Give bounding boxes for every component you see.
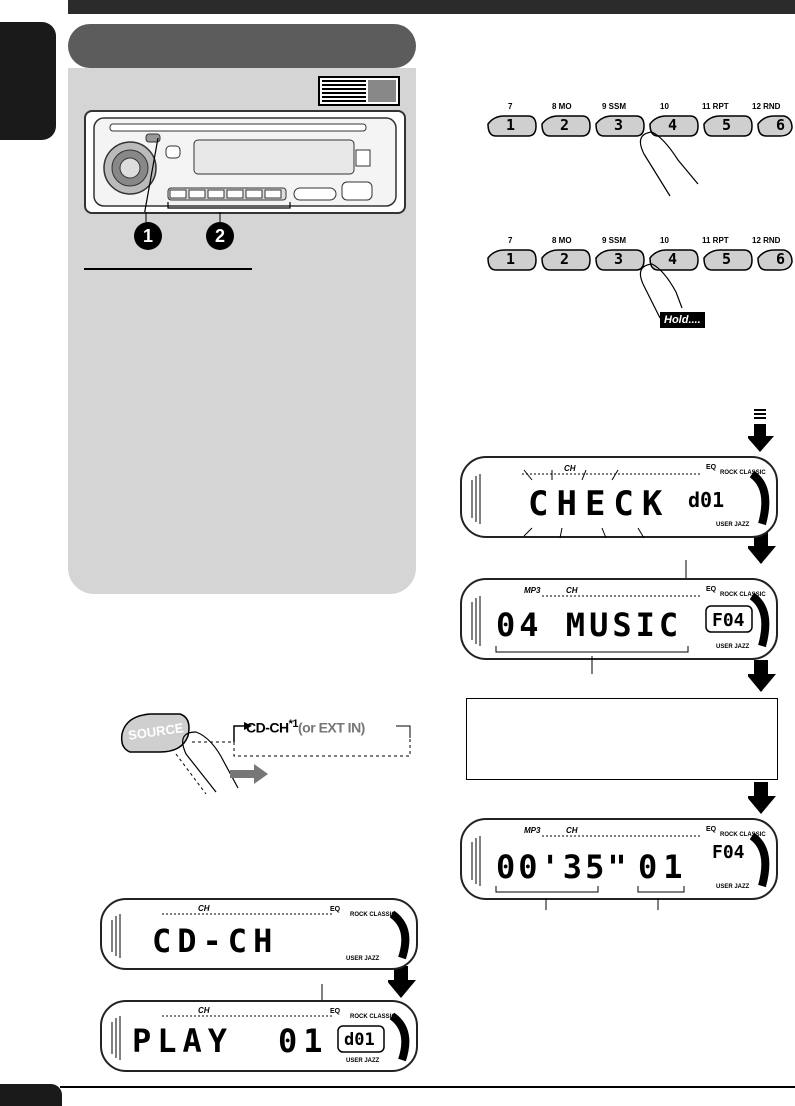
lcd-num-text: 01: [278, 1022, 329, 1060]
lcd-rock-classic: ROCK CLASSIC: [720, 832, 766, 838]
lcd-eq-indicator: EQ: [706, 826, 717, 833]
source-footnote: *1: [288, 718, 299, 730]
unit-thumbnail-icon: [318, 76, 400, 106]
footer-rule: [60, 1086, 795, 1088]
header-bar: [68, 0, 795, 14]
lcd-right-text: F04: [712, 842, 745, 863]
lcd-ch-indicator: CH: [566, 826, 578, 835]
preset-row-top: [487, 115, 793, 197]
lcd-rock-classic: ROCK CLASSIC: [720, 592, 766, 598]
preset-label: 9 SSM: [602, 236, 627, 245]
lcd-eq-indicator: EQ: [706, 586, 717, 593]
lcd-ch-indicator: CH: [198, 904, 210, 913]
lcd-main-text: 04 MUSIC: [496, 606, 683, 644]
preset-button-4[interactable]: 4: [668, 250, 678, 268]
preset-label: 12 RND: [752, 102, 781, 111]
preset-label: 8 MO: [552, 102, 572, 111]
callout-badge-1: 1: [134, 222, 162, 250]
preset-label: 10: [660, 102, 669, 111]
lcd-rock-classic: ROCK CLASSIC: [350, 1014, 396, 1020]
preset-button-5[interactable]: 5: [722, 116, 732, 134]
preset-label: 8 MO: [552, 236, 572, 245]
lcd-ch-indicator: CH: [198, 1006, 210, 1015]
preset-button-3[interactable]: 3: [614, 250, 624, 268]
leader-line: [591, 656, 593, 674]
preset-button-1[interactable]: 1: [506, 250, 516, 268]
lcd-time-text: 00'35": [496, 848, 630, 886]
lcd-track-text: 01: [638, 848, 689, 886]
lcd-display-play: CH EQ ROCK CLASSIC USER JAZZ PLAY 01 d01: [100, 1000, 418, 1072]
head-unit-illustration: [84, 110, 406, 217]
lcd-rock-classic: ROCK CLASSIC: [720, 470, 766, 476]
language-tab: [0, 22, 56, 140]
source-alt: (or EXT IN): [298, 719, 365, 736]
down-arrow-icon: [748, 532, 776, 564]
lcd-right-text: F04: [712, 610, 745, 631]
lcd-mp3-indicator: MP3: [524, 586, 541, 595]
hold-badge: Hold....: [660, 312, 705, 328]
lcd-display-time: MP3 CH EQ ROCK CLASSIC USER JAZZ 00'35" …: [460, 818, 778, 900]
source-flow-text: CD-CH*1(or EXT IN): [246, 718, 365, 736]
lcd-user-jazz: USER JAZZ: [716, 522, 750, 528]
section-title-pill: [68, 24, 416, 68]
preset-button-6[interactable]: 6: [776, 250, 786, 268]
preset-button-2[interactable]: 2: [560, 116, 570, 134]
lcd-eq-indicator: EQ: [706, 464, 717, 471]
page-number-badge: [0, 1084, 62, 1106]
lcd-main-text: CHECK: [528, 484, 671, 524]
callout-leaders: [145, 212, 221, 222]
preset-label: 11 RPT: [702, 236, 729, 245]
callout-badge-2: 2: [206, 222, 234, 250]
down-arrow-icon: [748, 782, 776, 814]
lcd-right-text: d01: [344, 1030, 375, 1050]
preset-label: 7: [508, 102, 513, 111]
preset-label: 9 SSM: [602, 102, 627, 111]
lcd-ch-indicator: CH: [564, 464, 576, 473]
source-flow-diagram: [120, 713, 411, 794]
preset-label: 12 RND: [752, 236, 781, 245]
lcd-user-jazz: USER JAZZ: [716, 884, 750, 890]
preset-button-6[interactable]: 6: [776, 116, 786, 134]
leader-lines: [545, 898, 659, 910]
preset-row-bottom: [487, 249, 793, 319]
lcd-display-music: MP3 CH EQ ROCK CLASSIC USER JAZZ 04 MUSI…: [460, 578, 778, 660]
lcd-display-check: CH EQ ROCK CLASSIC USER JAZZ CHECK d01: [460, 456, 778, 539]
preset-label: 7: [508, 236, 513, 245]
lcd-main-text: CD-CH: [152, 922, 279, 960]
preset-button-1[interactable]: 1: [506, 116, 516, 134]
down-arrow-icon: [388, 966, 416, 998]
lcd-user-jazz: USER JAZZ: [346, 1058, 380, 1064]
lcd-right-text: d01: [688, 488, 725, 512]
down-arrow-icon: [748, 660, 776, 692]
lcd-rock-classic: ROCK CLASSIC: [350, 912, 396, 918]
preset-button-5[interactable]: 5: [722, 250, 732, 268]
lcd-mp3-indicator: MP3: [524, 826, 541, 835]
source-target: CD-CH: [246, 719, 289, 736]
preset-button-3[interactable]: 3: [614, 116, 624, 134]
head-unit-drawing: [93, 117, 397, 217]
note-box: [466, 698, 778, 780]
preset-label: 11 RPT: [702, 102, 729, 111]
lcd-user-jazz: USER JAZZ: [716, 644, 750, 650]
lcd-ch-indicator: CH: [566, 586, 578, 595]
lcd-display-cdch: CH EQ ROCK CLASSIC USER JAZZ CD-CH: [100, 898, 418, 970]
subheading-underline: [84, 268, 252, 270]
lcd-eq-indicator: EQ: [330, 906, 341, 913]
preset-label: 10: [660, 236, 669, 245]
down-arrow-dashed-icon: [748, 409, 774, 452]
lcd-eq-indicator: EQ: [330, 1008, 341, 1015]
preset-button-4[interactable]: 4: [668, 116, 678, 134]
lcd-main-text: PLAY: [132, 1022, 234, 1060]
preset-button-2[interactable]: 2: [560, 250, 570, 268]
lcd-user-jazz: USER JAZZ: [346, 956, 380, 962]
